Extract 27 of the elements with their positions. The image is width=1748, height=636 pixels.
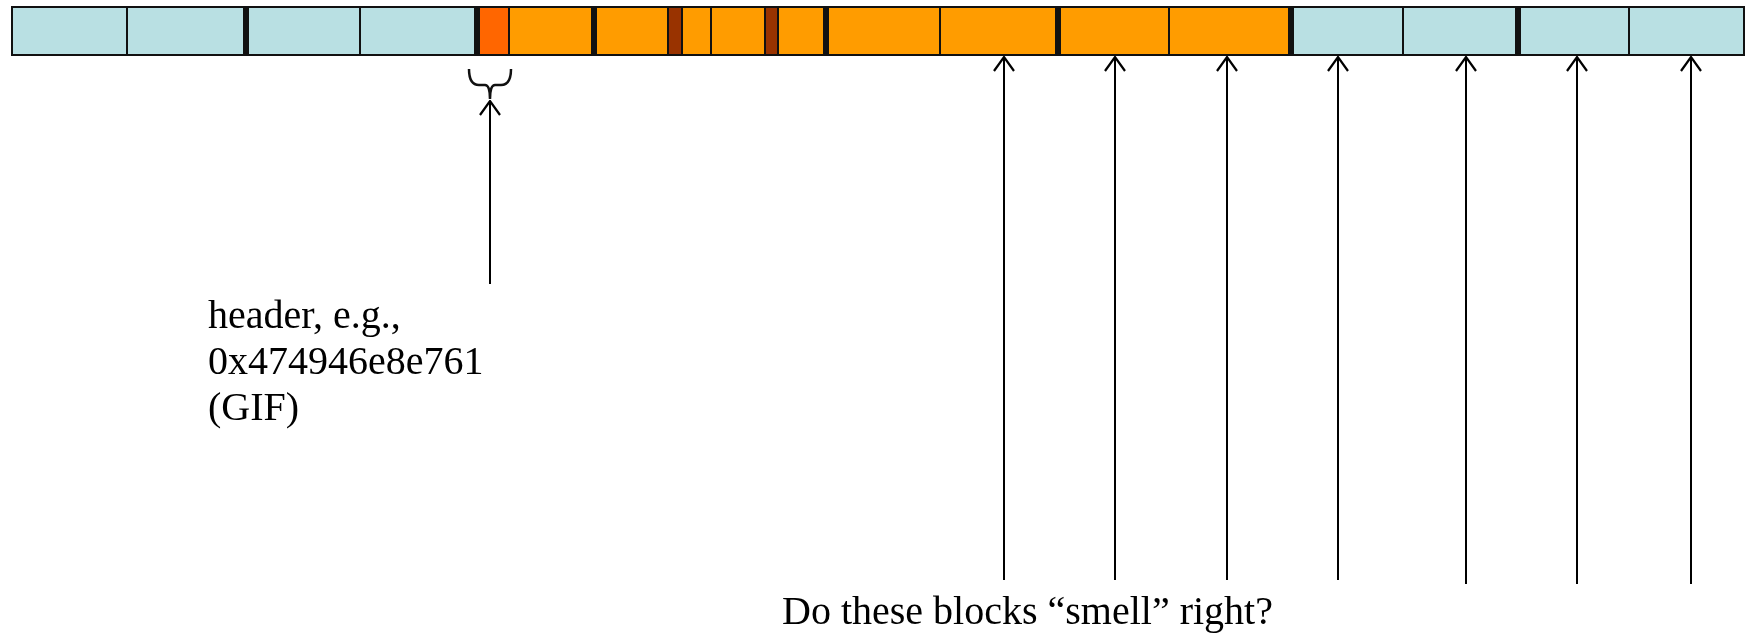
disk-block — [1288, 6, 1402, 56]
disk-block — [1628, 6, 1745, 56]
brace — [467, 68, 513, 100]
arrow — [1103, 55, 1127, 581]
disk-block — [1515, 6, 1628, 56]
disk-block — [939, 6, 1055, 56]
arrow — [1326, 55, 1350, 581]
disk-block — [1168, 6, 1288, 56]
arrow — [992, 55, 1016, 581]
arrow — [1679, 55, 1703, 585]
arrow — [478, 99, 502, 285]
disk-block — [823, 6, 939, 56]
disk-block — [126, 6, 243, 56]
arrow — [1565, 55, 1589, 585]
disk-block — [474, 6, 591, 56]
disk-block — [11, 6, 126, 56]
header-segment — [480, 8, 510, 54]
disk-block — [359, 6, 474, 56]
disk-block — [710, 6, 823, 56]
disk-block — [1402, 6, 1515, 56]
arrow — [1215, 55, 1239, 581]
disk-block — [243, 6, 359, 56]
annotation-text: header, e.g., 0x474946e8e761 (GIF) — [208, 292, 538, 430]
arrow — [1454, 55, 1478, 585]
disk-block — [591, 6, 710, 56]
disk-block — [1055, 6, 1168, 56]
question-text: Do these blocks “smell” right? — [782, 588, 1382, 634]
